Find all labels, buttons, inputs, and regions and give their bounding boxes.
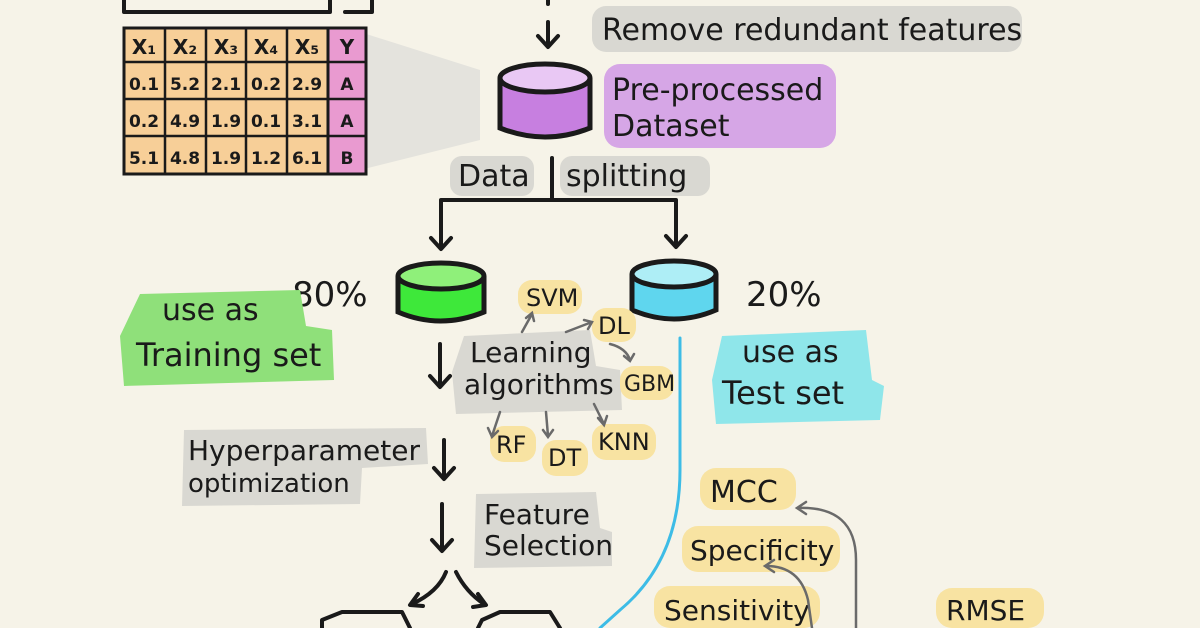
- metric-mcc: MCC: [710, 475, 778, 510]
- algo-knn: KNN: [598, 428, 650, 456]
- train-label-blob: [120, 290, 334, 386]
- table-cell: 1.9: [211, 149, 241, 169]
- arrow-to-specificity: [762, 558, 814, 628]
- model-box-left: [320, 610, 412, 628]
- algo-svm: SVM: [526, 284, 578, 312]
- algo-dt-blob: [542, 440, 588, 476]
- hyper-label-blob: [182, 428, 428, 506]
- split-label-data: Data: [458, 159, 530, 194]
- train-percent: 80%: [292, 275, 368, 315]
- arrowhead-train: [429, 236, 453, 251]
- table-header-cell: Y: [339, 35, 355, 59]
- dataset-cylinder: [497, 61, 593, 140]
- metric-specificity-blob: [682, 526, 840, 572]
- feature-label-line1: Feature: [484, 498, 590, 531]
- table-cell: 6.1: [292, 149, 322, 169]
- metric-mcc-blob: [700, 468, 796, 510]
- test-percent: 20%: [746, 275, 822, 315]
- split-branch: [439, 198, 678, 250]
- metric-rmse-blob: [936, 588, 1044, 628]
- table-cell: A: [340, 112, 354, 132]
- hyper-label-line2: optimization: [188, 469, 350, 499]
- dataset-label-blob: [604, 64, 836, 148]
- table-y-column: [326, 26, 368, 176]
- table-cell: 4.8: [170, 149, 200, 169]
- feature-label-line2: Selection: [484, 529, 613, 562]
- dataset-label-line1: Pre-processed: [612, 73, 823, 108]
- algo-gbm: GBM: [624, 372, 675, 397]
- metric-sensitivity-blob: [654, 586, 820, 628]
- table-cell: 1.9: [211, 112, 241, 132]
- remove-features-label: Remove redundant features: [602, 13, 1022, 48]
- table-cell: 5.2: [170, 75, 200, 95]
- remove-features-blob: [592, 6, 1022, 52]
- metric-rmse: RMSE: [946, 594, 1025, 627]
- learning-label-line1: Learning: [470, 336, 592, 369]
- split-blob-left: [450, 156, 534, 196]
- arrow-to-dataset: [536, 20, 560, 49]
- arrow-to-learning: [428, 342, 452, 389]
- table-header-cell: X₅: [295, 35, 319, 59]
- table-cell: 0.2: [251, 75, 281, 95]
- table-cell: 2.9: [292, 75, 322, 95]
- table-cell: B: [341, 149, 354, 169]
- test-flow-line: [598, 336, 682, 628]
- algorithm-badges: SVM DL GBM RF DT KNN: [490, 280, 675, 476]
- table-header-cell: X₃: [214, 35, 238, 59]
- test-label-blob: [712, 330, 884, 424]
- split-blob-right: [560, 156, 710, 196]
- table-grid: [122, 26, 368, 176]
- hyper-label-line1: Hyperparameter: [188, 434, 420, 467]
- split-label-splitting: splitting: [566, 159, 687, 194]
- test-label-line2: Test set: [721, 374, 844, 412]
- arrow-to-mcc: [794, 500, 858, 628]
- table-cell: 0.2: [129, 112, 159, 132]
- test-cylinder: [629, 258, 719, 322]
- train-label-line2: Training set: [135, 336, 321, 374]
- learning-blob: [452, 330, 622, 414]
- algorithm-arrows: [486, 310, 636, 440]
- metric-specificity: Specificity: [690, 534, 834, 567]
- arrow-to-feature: [430, 502, 454, 553]
- table-header-cell: X₄: [254, 35, 278, 59]
- model-box-right: [476, 610, 562, 628]
- table-header-cell: X₁: [132, 35, 156, 59]
- training-cylinder: [395, 260, 487, 324]
- table-cell: 0.1: [251, 112, 281, 132]
- algo-rf-blob: [490, 426, 536, 462]
- table-cell: A: [340, 75, 354, 95]
- train-label-line1: use as: [162, 293, 259, 328]
- table-cell: 0.1: [129, 75, 159, 95]
- learning-label-line2: algorithms: [464, 368, 614, 401]
- algo-svm-blob: [518, 280, 582, 314]
- table-cell: 3.1: [292, 112, 322, 132]
- dataset-label-line2: Dataset: [612, 109, 730, 144]
- arrow-to-hyperparam: [432, 438, 456, 481]
- feature-label-blob: [474, 492, 612, 568]
- table-cell: 4.9: [170, 112, 200, 132]
- metric-sensitivity: Sensitivity: [664, 594, 810, 627]
- algo-gbm-blob: [620, 366, 674, 400]
- algo-knn-blob: [592, 424, 656, 460]
- table-cell: 1.2: [251, 149, 281, 169]
- algo-dl-blob: [592, 308, 636, 342]
- algo-dl: DL: [598, 312, 630, 340]
- algo-rf: RF: [496, 431, 526, 459]
- table-header-cell: X₂: [173, 35, 197, 59]
- table-cell: 2.1: [211, 75, 241, 95]
- arrow-split-bottom: [408, 570, 488, 609]
- arrowhead-test: [664, 234, 688, 249]
- algo-dt: DT: [548, 444, 581, 472]
- test-label-line1: use as: [742, 335, 839, 370]
- table-bracket: [122, 0, 374, 14]
- table-cell: 5.1: [129, 149, 159, 169]
- table-zoom-cone: [360, 32, 480, 170]
